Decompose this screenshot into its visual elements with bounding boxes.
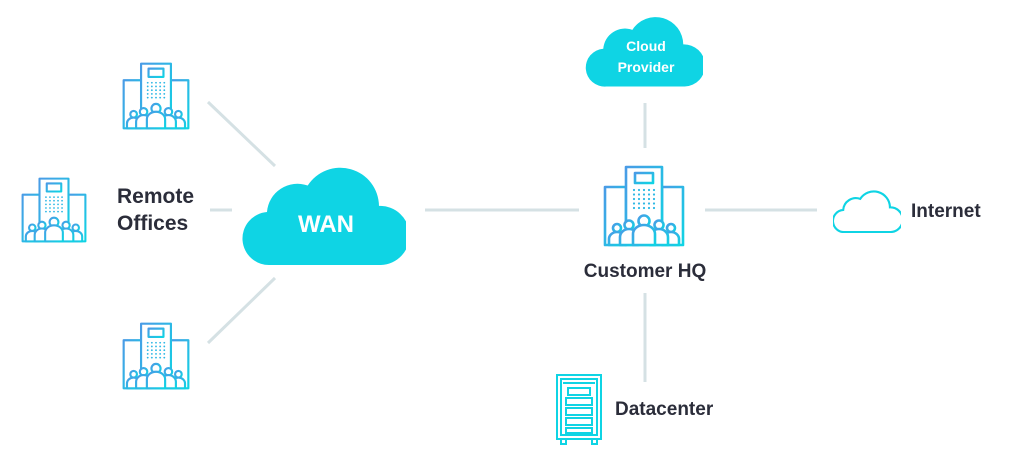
cloud-outline-icon (833, 190, 901, 233)
internet-label: Internet (911, 201, 981, 222)
connector-office1-wan (206, 100, 277, 168)
remote-offices-label-line2: Offices (117, 212, 188, 235)
office-building-people-icon (124, 64, 189, 129)
connectors (206, 100, 817, 382)
datacenter-label: Datacenter (615, 399, 714, 420)
cloud-provider-label-line1: Cloud (626, 38, 666, 54)
office-building-people-icon (23, 179, 86, 242)
connector-office3-wan (206, 276, 277, 345)
server-rack-icon (556, 374, 602, 445)
cloud-provider-label-line2: Provider (618, 59, 675, 75)
customer-hq-label: Customer HQ (584, 261, 706, 282)
remote-offices-label-line1: Remote (117, 185, 194, 208)
office-building-people-icon (124, 324, 189, 389)
office-building-people-icon (605, 167, 683, 245)
wan-label: WAN (298, 211, 354, 238)
